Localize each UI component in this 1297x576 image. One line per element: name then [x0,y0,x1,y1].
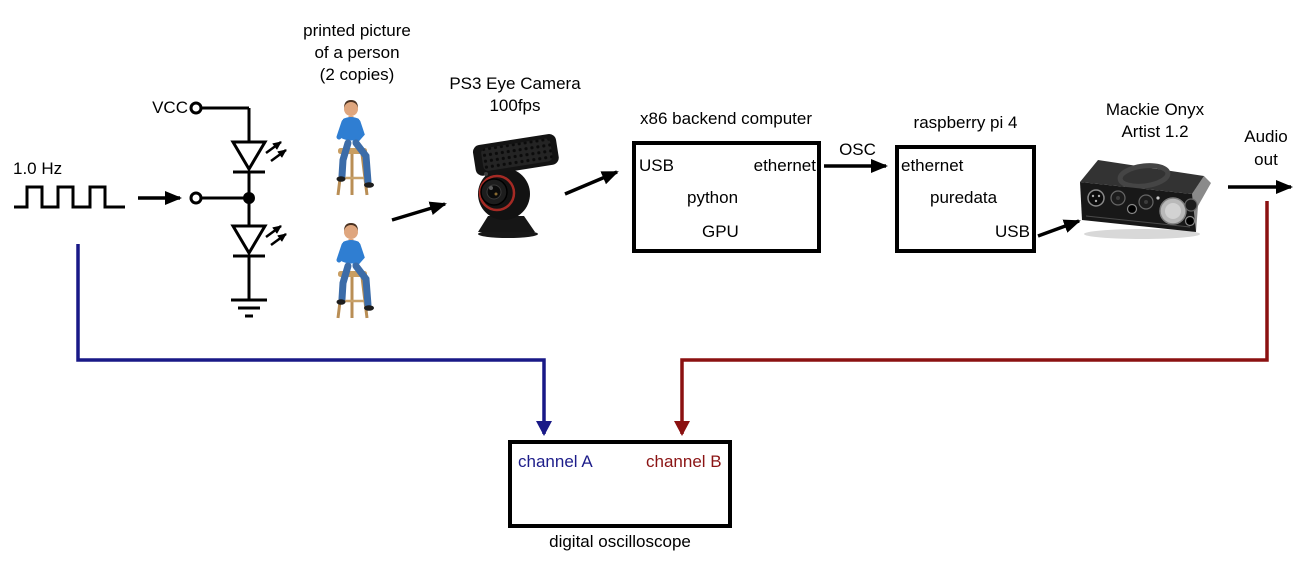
photo-to-camera-arrow [391,201,447,222]
audio-out-label-line2: out [1254,150,1278,169]
usb-to-interface-arrow [1037,219,1081,238]
vcc-label: VCC [152,98,188,117]
raspberry-pi-title: raspberry pi 4 [913,113,1018,132]
camera-lens [478,174,516,212]
audio-interface-image [1080,160,1211,239]
camera-label: PS3 Eye Camera 100fps [440,73,590,117]
backend-python-label: python [687,188,739,207]
camera-mic-bar [472,134,559,176]
osc-link-label: OSC [839,140,876,159]
channel-a-label: channel A [518,452,593,471]
led-2-icon [230,224,287,258]
channel-b-wire [674,201,1269,436]
backend-gpu-label: GPU [702,222,739,241]
camera-label-line1: PS3 Eye Camera [449,74,581,93]
backend-computer-title: x86 backend computer [640,109,812,128]
raspberry-pi-box [895,145,1036,253]
frequency-label: 1.0 Hz [13,159,63,178]
interface-top-face [1080,160,1204,194]
person-photo-2 [336,223,374,319]
interface-controls [1085,189,1198,228]
vcc-terminal [189,101,203,115]
oscilloscope-title: digital oscilloscope [549,532,691,551]
audio-interface-title-line2: Artist 1.2 [1121,122,1189,141]
input-terminal [189,191,203,205]
channel-b-label: channel B [646,452,722,471]
audio-interface-title: Mackie Onyx Artist 1.2 [1080,99,1230,143]
ground-icon [231,298,267,318]
camera-logo-dot [484,172,488,176]
channel-a-wire [76,244,552,436]
backend-ethernet-port-label: ethernet [753,156,816,175]
printed-picture-caption: printed picture of a person (2 copies) [282,20,432,86]
square-wave-icon [14,185,125,209]
interface-side-panel [1191,176,1211,232]
ps3-camera-image [472,134,559,238]
printed-picture-caption-line1: printed picture [303,21,411,40]
pi-usb-port-label: USB [995,222,1030,241]
camera-base [478,216,535,232]
camera-label-line2: 100fps [489,96,541,115]
oscilloscope-box [508,440,732,528]
led-circuit [189,101,287,318]
audio-out-label-line1: Audio [1244,127,1288,146]
person-photo-1 [336,100,374,196]
person-illustration [336,100,374,188]
interface-shadow [1084,229,1200,239]
person-illustration [336,223,374,311]
interface-logo [1117,163,1171,189]
pi-ethernet-port-label: ethernet [901,156,964,175]
printed-picture-caption-line2: of a person [314,43,400,62]
camera-to-computer-arrow [564,170,619,196]
pi-puredata-label: puredata [930,188,998,207]
led-1-icon [230,140,287,174]
printed-picture-caption-line3: (2 copies) [319,65,395,84]
backend-computer-box [632,141,821,253]
audio-interface-title-line1: Mackie Onyx [1105,100,1205,119]
audio-out-label: Audio out [1234,125,1297,171]
backend-usb-port-label: USB [639,156,674,175]
